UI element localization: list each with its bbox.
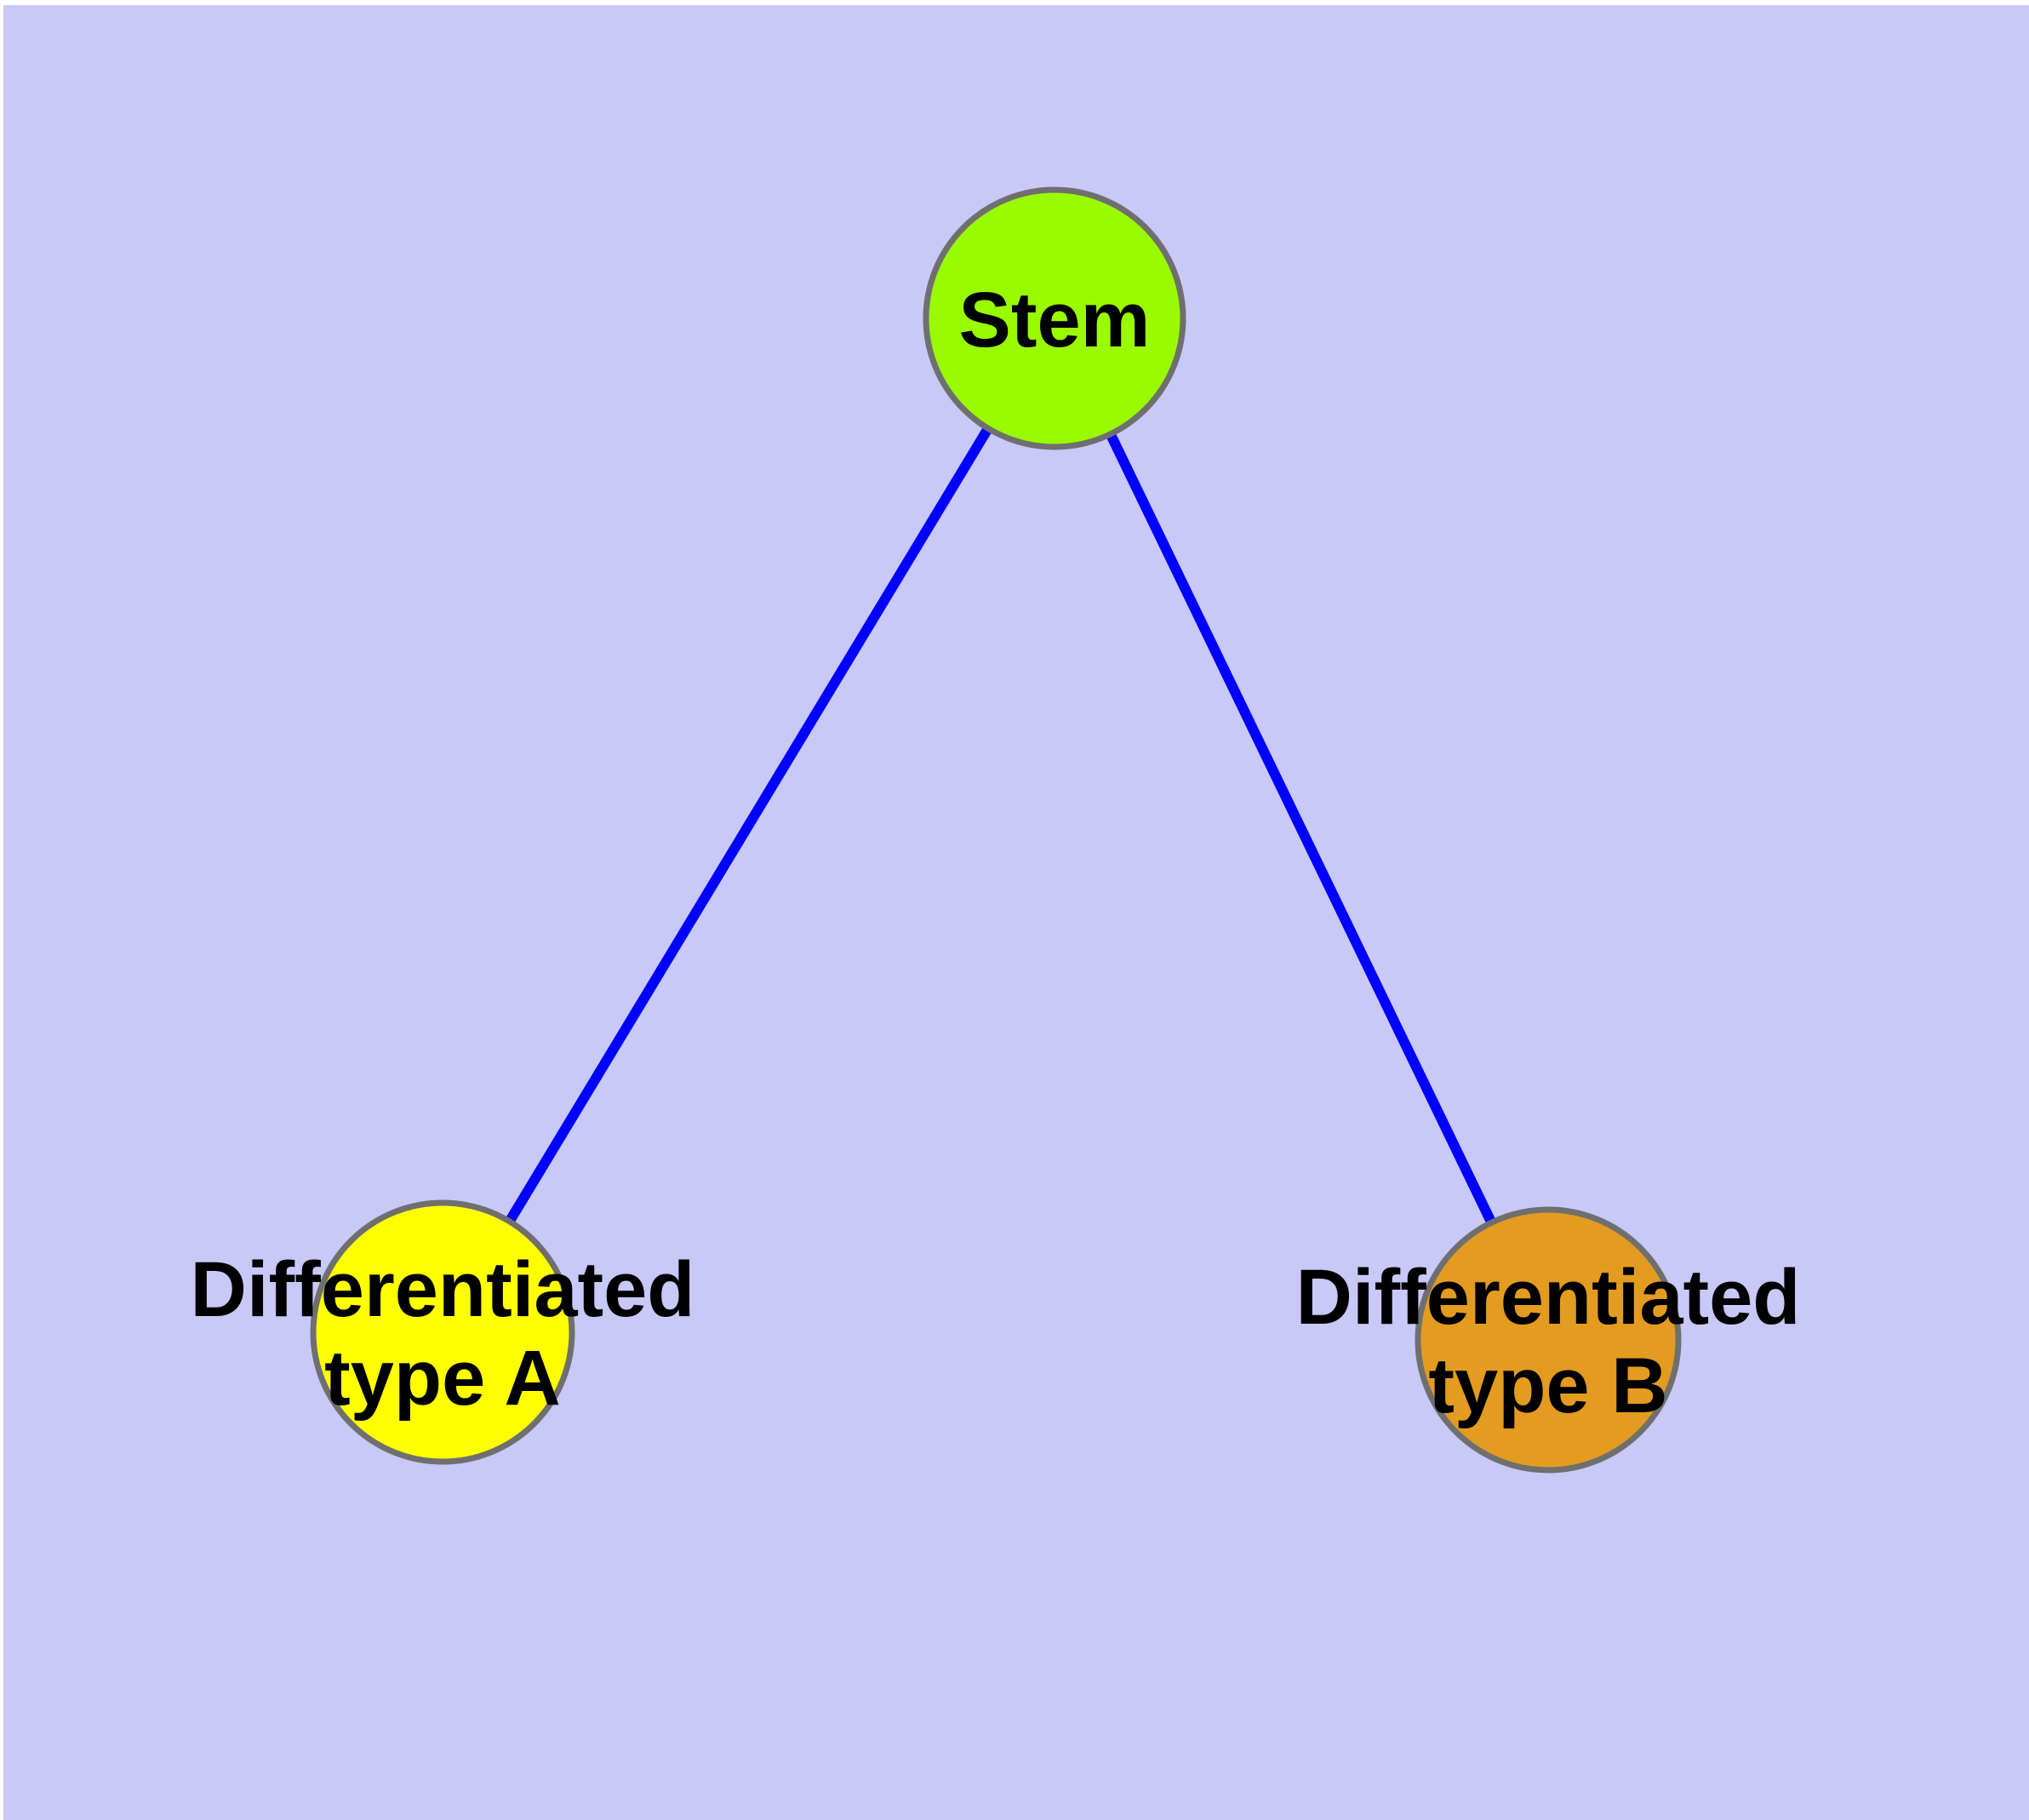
node-type-b-circle <box>1415 1206 1682 1474</box>
node-type-b-label-line1: Differentiated <box>1296 1254 1801 1341</box>
edge-stem-to-type-a <box>437 315 1060 1336</box>
edge-stem-to-type-b <box>1049 316 1553 1342</box>
node-stem-circle <box>923 186 1186 450</box>
node-group: Stem Differentiated type A Differentiate… <box>191 186 1801 1474</box>
edge-group <box>437 315 1553 1342</box>
node-type-a-label-line1: Differentiated <box>191 1246 695 1333</box>
node-type-a-label-line2: type A <box>324 1335 561 1422</box>
node-type-a-circle <box>310 1199 575 1465</box>
node-type-b-label-line2: type B <box>1428 1342 1667 1429</box>
node-stem-label: Stem <box>959 277 1151 363</box>
